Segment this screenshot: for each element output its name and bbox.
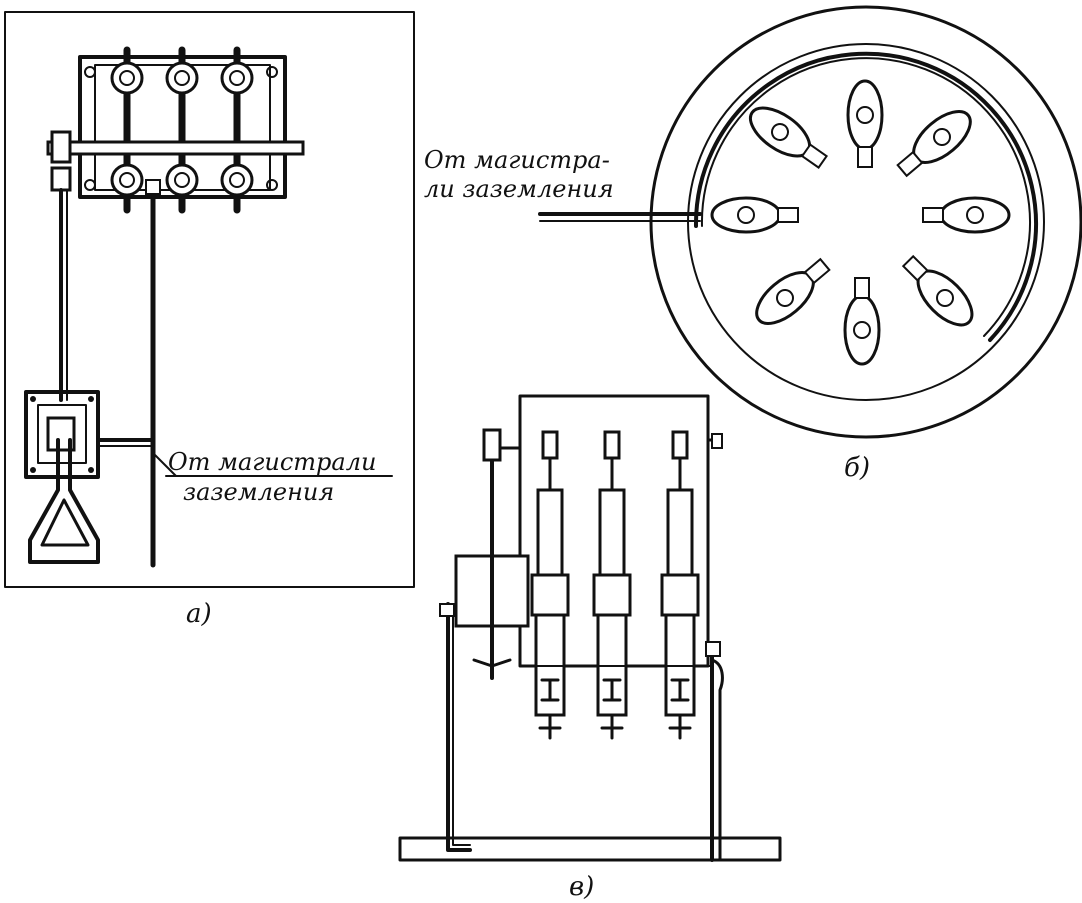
switch-poles — [110, 46, 254, 214]
switch-handle — [28, 438, 100, 564]
cutout-lower-left — [755, 257, 831, 325]
cutout-upper-left — [748, 106, 829, 169]
pole-2 — [165, 46, 199, 214]
pole-3 — [220, 46, 254, 214]
operating-shaft — [46, 140, 305, 156]
annotation-a-line2: заземления — [183, 478, 334, 506]
fuse-holder-2 — [592, 430, 632, 740]
annotation-b-line2: ли заземления — [424, 175, 614, 203]
fuse-holder-1 — [530, 430, 570, 740]
fuse-holder-3 — [660, 430, 700, 740]
cutout-top — [846, 79, 884, 168]
handle-box — [24, 390, 100, 479]
figure-c: в) — [398, 394, 782, 902]
figure-b: От магистра- ли заземления б) — [424, 5, 1082, 483]
cutout-right — [922, 196, 1011, 234]
floor-rail — [398, 836, 782, 862]
cutout-upper-right — [896, 110, 972, 178]
cutout-lower-right — [901, 254, 974, 327]
figure-a-frame — [4, 11, 415, 588]
cutout-bottom — [843, 277, 881, 366]
cutout-left — [710, 196, 799, 234]
caption-b: б) — [844, 453, 870, 483]
figure-a: От магистрали заземления а) — [4, 11, 415, 629]
pole-1 — [110, 46, 144, 214]
ground-conductor-left — [446, 602, 472, 852]
ground-ring — [693, 51, 1038, 342]
caption-c: в) — [569, 872, 594, 902]
annotation-leader-a — [154, 454, 177, 477]
annotation-a-line1: От магистрали — [168, 448, 376, 476]
caption-a: а) — [186, 599, 212, 629]
annotation-b-line1: От магистра- — [424, 146, 610, 174]
